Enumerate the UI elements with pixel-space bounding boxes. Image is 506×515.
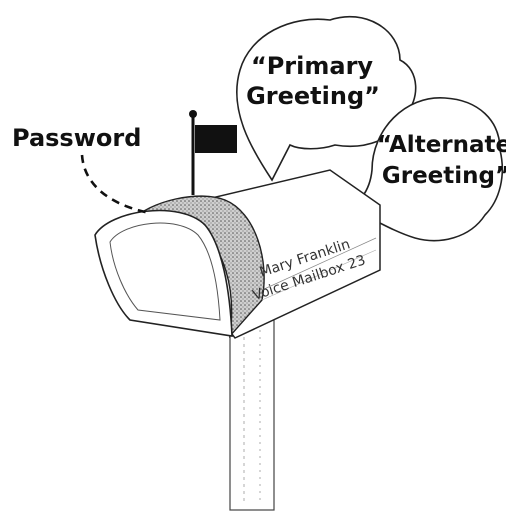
alternate-greeting-line2: Greeting”	[382, 163, 506, 189]
password-pointer-line	[80, 154, 151, 215]
alternate-greeting-line1: “Alternate	[377, 132, 506, 158]
password-callout: Password	[12, 124, 151, 215]
mailbox-post	[229, 319, 275, 511]
primary-greeting-line1: “Primary	[251, 52, 373, 80]
primary-greeting-bubble: “Primary Greeting”	[236, 15, 417, 182]
primary-greeting-line2: Greeting”	[246, 82, 380, 110]
mailbox-flag	[189, 110, 237, 195]
password-label: Password	[12, 124, 141, 152]
